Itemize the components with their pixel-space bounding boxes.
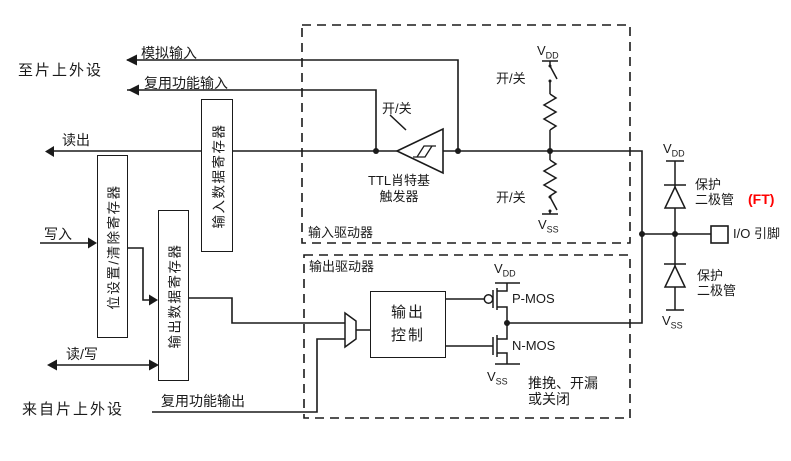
io-pad-square: [710, 225, 729, 244]
protection-diode-bottom: [663, 264, 687, 288]
protection-diodes: [663, 160, 687, 311]
write-arrowhead: [88, 237, 97, 249]
readwrite-right-arrowhead: [149, 359, 159, 371]
bit-set-reset-register-label: 位设置/清除寄存器: [106, 183, 122, 310]
pmos-vdd-label: VDD: [494, 261, 516, 279]
arrowheads: [45, 54, 159, 371]
output-control-block: 输出 控制: [370, 291, 446, 358]
from-peripherals-label: 来自片上外设: [22, 401, 125, 418]
af-input-arrowhead: [128, 84, 139, 96]
schmitt-label-line1: TTL肖特基: [367, 173, 431, 188]
schmitt-on-off-label: 开/关: [382, 101, 412, 116]
junction-dots: [373, 148, 678, 326]
output-control-line2: 控制: [390, 326, 425, 344]
pullup-vdd-label: VDD: [537, 43, 559, 61]
nmos-vss-label: VSS: [487, 369, 508, 387]
output-control-line1: 输出: [390, 304, 425, 321]
output-mux: [344, 311, 357, 349]
schmitt-triangle: [395, 127, 444, 175]
protection-diode-top-label: 保护 二极管: [695, 177, 735, 208]
bsrr-to-odr-arrowhead: [149, 294, 158, 306]
af-input-label: 复用功能输入: [144, 75, 228, 91]
output-data-register-label: 输出数据寄存器: [167, 243, 183, 348]
af-output-label: 复用功能输出: [161, 393, 245, 409]
output-data-register: 输出数据寄存器: [158, 210, 189, 381]
pmos-gate-bubble: [483, 294, 494, 304]
analog-input-arrowhead: [126, 54, 137, 66]
switch-contacts: [548, 64, 552, 213]
io-pin-label: I/O 引脚: [733, 226, 780, 241]
drive-mode-line1: 推挽、开漏: [528, 375, 598, 391]
output-driver-label: 输出驱动器: [307, 259, 377, 275]
analog-input-label: 模拟输入: [141, 45, 197, 61]
bit-set-reset-register: 位设置/清除寄存器: [97, 155, 128, 338]
nmos-transistor: [492, 324, 520, 365]
readwrite-left-arrowhead: [47, 359, 57, 371]
diode-vdd-label: VDD: [663, 141, 685, 159]
protection-diode-bottom-label: 保护 二极管: [697, 268, 737, 299]
protection-diode-top: [663, 185, 687, 209]
pullup-pulldown-chain: [542, 60, 558, 215]
schmitt-label-line2: 触发器: [379, 189, 419, 204]
to-peripherals-label: 至片上外设: [18, 62, 104, 79]
schmitt-switch-blade: [389, 114, 407, 131]
ft-tag: (FT): [748, 191, 775, 207]
drive-mode-line2: 或关闭: [528, 391, 570, 407]
pmos-transistor: [483, 282, 520, 323]
read-label: 读出: [62, 132, 90, 148]
hysteresis-icon: [413, 145, 436, 158]
write-label: 写入: [44, 226, 72, 242]
nmos-label: N-MOS: [512, 338, 556, 353]
input-driver-box: [301, 24, 631, 244]
input-data-register-label: 输入数据寄存器: [211, 123, 226, 228]
input-data-register: 输入数据寄存器: [201, 99, 233, 252]
output-driver-box: [303, 254, 631, 419]
pmos-label: P-MOS: [512, 291, 555, 306]
read-write-label: 读/写: [66, 346, 98, 362]
pulldown-on-off-label: 开/关: [496, 190, 526, 205]
input-driver-label: 输入驱动器: [308, 225, 374, 240]
signal-wires: [40, 59, 711, 413]
pulldown-vss-label: VSS: [538, 217, 559, 235]
pullup-on-off-label: 开/关: [496, 71, 526, 86]
diode-vss-label: VSS: [662, 313, 683, 331]
read-arrowhead: [45, 146, 54, 157]
schmitt-trigger: [389, 114, 444, 175]
